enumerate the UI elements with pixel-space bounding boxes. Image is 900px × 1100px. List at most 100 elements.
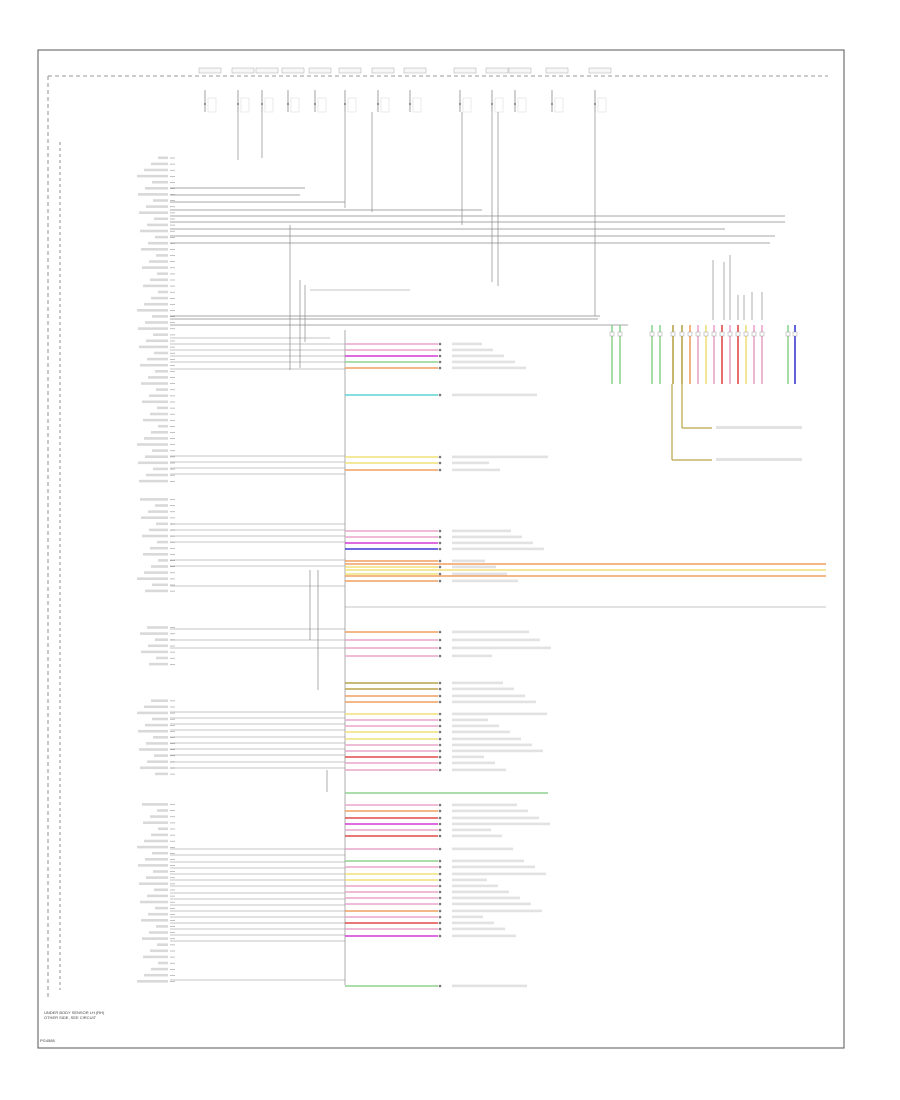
pin-label-80: [148, 644, 168, 648]
harness-dest-label-5: [452, 393, 537, 397]
pin-label-46: [144, 437, 168, 440]
fuse-label-box-7: [412, 97, 422, 113]
fuse-node-1: [237, 103, 239, 105]
pin-label-27: [145, 321, 168, 324]
harness-terminal-42: [438, 859, 442, 863]
harness-terminal-20: [438, 654, 442, 658]
pin-label-119: [139, 882, 168, 885]
pin-label-53: [139, 479, 168, 483]
top-fuse-connectors: [198, 67, 612, 113]
module-pin-15: [759, 331, 765, 337]
fuse-node-9: [491, 103, 493, 105]
harness-terminal-31: [438, 749, 442, 753]
pin-label-67: [151, 565, 168, 568]
pin-label-107: [157, 809, 168, 812]
fuse-header-0: [198, 67, 222, 74]
harness-terminal-51: [438, 915, 442, 919]
pin-label-100: [140, 766, 168, 770]
harness-terminal-14: [438, 565, 442, 569]
harness-dest-label-43: [452, 865, 535, 869]
harness-terminal-16: [438, 579, 442, 583]
pin-label-129: [157, 943, 168, 946]
pin-label-110: [158, 827, 168, 831]
harness-terminal-15: [438, 572, 442, 576]
harness-terminal-50: [438, 909, 442, 913]
harness-terminal-45: [438, 878, 442, 882]
fuse-header-8: [453, 67, 477, 74]
harness-terminal-38: [438, 822, 442, 826]
pin-label-99: [147, 760, 168, 763]
pin-label-20: [150, 278, 168, 282]
harness-terminal-28: [438, 730, 442, 734]
harness-terminal-36: [438, 809, 442, 813]
pin-label-56: [140, 498, 168, 501]
harness-terminal-46: [438, 884, 442, 888]
pin-label-3: [137, 174, 168, 178]
harness-terminal-48: [438, 896, 442, 900]
pin-label-30: [146, 339, 168, 343]
harness-dest-label-2: [452, 354, 504, 358]
pin-label-49: [145, 455, 168, 458]
pin-label-134: [144, 973, 168, 977]
harness-terminal-54: [438, 934, 442, 938]
fuse-header-6: [371, 67, 395, 74]
fuse-header-2: [255, 67, 279, 74]
harness-dest-label-35: [452, 803, 517, 807]
pin-label-32: [154, 351, 168, 355]
pin-label-47: [137, 443, 168, 446]
fuse-label-box-2: [264, 97, 274, 113]
harness-dest-label-30: [452, 743, 532, 747]
pin-label-34: [140, 363, 168, 367]
module-pin-3: [657, 331, 663, 337]
pin-label-58: [148, 510, 168, 513]
pin-label-17: [149, 260, 168, 263]
fuse-header-7: [403, 67, 427, 74]
harness-dest-label-23: [452, 694, 525, 698]
fuse-label-box-9: [494, 97, 504, 113]
pin-label-108: [150, 815, 168, 818]
harness-dest-label-19: [452, 646, 551, 650]
pin-label-62: [142, 534, 168, 538]
pin-label-101: [155, 772, 168, 776]
harness-terminal-35: [438, 803, 442, 807]
pin-label-18: [142, 266, 168, 269]
fuse-label-box-10: [517, 97, 527, 113]
harness-terminal-12: [438, 547, 442, 551]
pin-label-66: [158, 559, 168, 562]
harness-terminal-47: [438, 890, 442, 894]
module-pin-16: [785, 331, 791, 337]
module-pin-17: [792, 331, 798, 337]
harness-terminal-4: [438, 366, 442, 370]
pin-label-12: [140, 229, 168, 233]
harness-dest-label-49: [452, 902, 531, 906]
module-pin-1: [617, 331, 623, 337]
harness-terminal-33: [438, 761, 442, 765]
footnote: UNDER BODY SENSOR LH (RH) OTHER SIDE, SE…: [44, 1010, 105, 1020]
harness-dest-label-6: [452, 455, 548, 459]
pin-label-57: [155, 504, 168, 507]
harness-terminal-0: [438, 342, 442, 346]
fuse-label-box-4: [317, 97, 327, 113]
pin-label-123: [155, 906, 168, 910]
harness-dest-label-10: [452, 535, 522, 539]
harness-terminal-5: [438, 393, 442, 397]
pin-label-117: [153, 870, 168, 873]
pin-label-6: [138, 193, 168, 196]
harness-terminal-3: [438, 360, 442, 364]
module-pin-11: [727, 331, 733, 337]
pin-label-24: [144, 302, 168, 306]
pin-label-50: [138, 461, 168, 465]
harness-dest-label-31: [452, 749, 543, 753]
pin-label-83: [149, 662, 168, 666]
harness-dest-label-33: [452, 761, 495, 765]
fuse-header-12: [588, 67, 612, 74]
harness-dest-label-36: [452, 809, 528, 813]
pin-label-113: [137, 845, 168, 849]
pin-label-35: [155, 370, 168, 373]
pin-label-91: [137, 711, 168, 715]
fuse-label-box-11: [554, 97, 564, 113]
harness-dest-label-29: [452, 737, 521, 741]
fuse-header-9: [485, 67, 509, 74]
harness-dest-label-42: [452, 859, 524, 863]
fuse-node-8: [459, 103, 461, 105]
